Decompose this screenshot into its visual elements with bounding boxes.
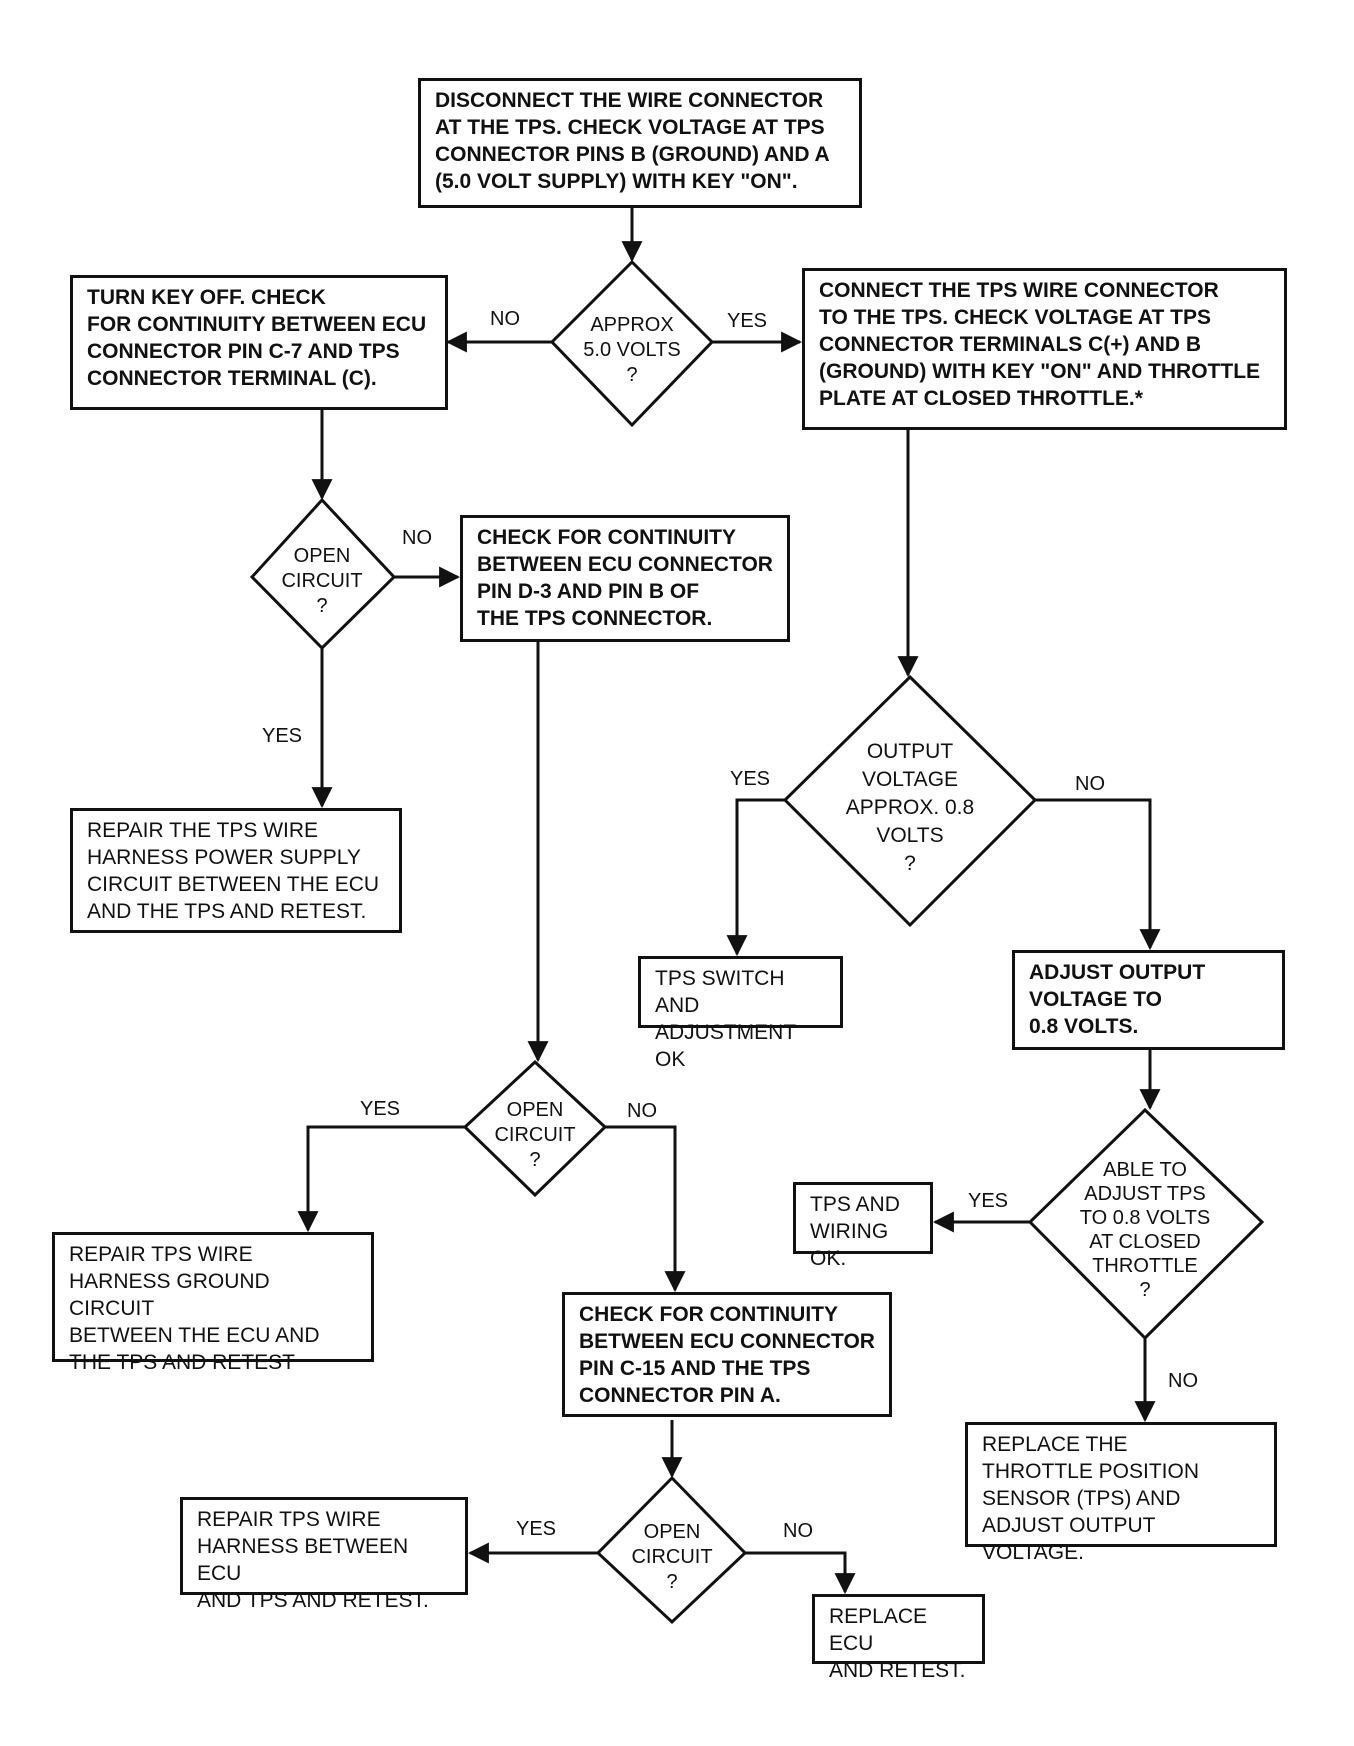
decision-diamond-open-circuit-3 xyxy=(595,1475,748,1625)
label-no-d1: NO xyxy=(490,308,520,330)
decision-diamond-output-voltage xyxy=(782,674,1038,928)
step-replace-tps: REPLACE THE THROTTLE POSITION SENSOR (TP… xyxy=(965,1422,1281,1564)
label-no-d2: NO xyxy=(402,527,432,549)
step-repair-harness-ecu-tps: REPAIR TPS WIRE HARNESS BETWEEN ECU AND … xyxy=(180,1497,472,1612)
step-check-continuity-c15: CHECK FOR CONTINUITY BETWEEN ECU CONNECT… xyxy=(562,1292,896,1421)
label-yes-d6: YES xyxy=(516,1518,557,1540)
decision-text-open-circuit-1: OPEN CIRCUIT ? xyxy=(281,545,363,617)
label-no-d3: NO xyxy=(1075,773,1105,795)
label-yes-d3: YES xyxy=(730,768,771,790)
result-tps-switch-ok: TPS SWITCH AND ADJUSTMENT OK xyxy=(638,956,847,1071)
step-connect-tps-check-voltage: CONNECT THE TPS WIRE CONNECTOR TO THE TP… xyxy=(802,268,1291,434)
label-no-d5: NO xyxy=(1168,1370,1198,1392)
decision-text-5volts: APPROX 5.0 VOLTS ? xyxy=(583,314,681,386)
label-no-d4: NO xyxy=(627,1100,657,1122)
label-yes-d1: YES xyxy=(727,310,768,332)
label-yes-d4: YES xyxy=(360,1098,401,1120)
step-adjust-output-voltage: ADJUST OUTPUT VOLTAGE TO 0.8 VOLTS. xyxy=(1012,950,1289,1054)
step-turn-key-off-check-continuity: TURN KEY OFF. CHECK FOR CONTINUITY BETWE… xyxy=(70,275,452,414)
decision-diamond-open-circuit-2 xyxy=(462,1059,608,1198)
result-tps-wiring-ok: TPS AND WIRING OK. xyxy=(793,1182,937,1270)
decision-text-output-voltage: OUTPUT VOLTAGE APPROX. 0.8 VOLTS ? xyxy=(845,740,975,875)
label-yes-d2: YES xyxy=(262,725,303,747)
step-repair-power-supply-circuit: REPAIR THE TPS WIRE HARNESS POWER SUPPLY… xyxy=(70,808,406,937)
step-replace-ecu: REPLACE ECU AND RETEST. xyxy=(812,1594,989,1682)
decision-text-able-to-adjust: ABLE TO ADJUST TPS TO 0.8 VOLTS AT CLOSE… xyxy=(1079,1159,1211,1301)
decision-text-open-circuit-3: OPEN CIRCUIT ? xyxy=(631,1521,713,1593)
decision-text-open-circuit-2: OPEN CIRCUIT ? xyxy=(494,1099,576,1171)
label-yes-d5: YES xyxy=(968,1190,1009,1212)
decision-diamond-5volts xyxy=(549,259,715,428)
step-disconnect-wire-connector: DISCONNECT THE WIRE CONNECTOR AT THE TPS… xyxy=(418,78,866,212)
step-check-continuity-d3: CHECK FOR CONTINUITY BETWEEN ECU CONNECT… xyxy=(460,515,794,646)
step-repair-ground-circuit: REPAIR TPS WIRE HARNESS GROUND CIRCUIT B… xyxy=(52,1232,378,1374)
label-no-d6: NO xyxy=(783,1520,813,1542)
